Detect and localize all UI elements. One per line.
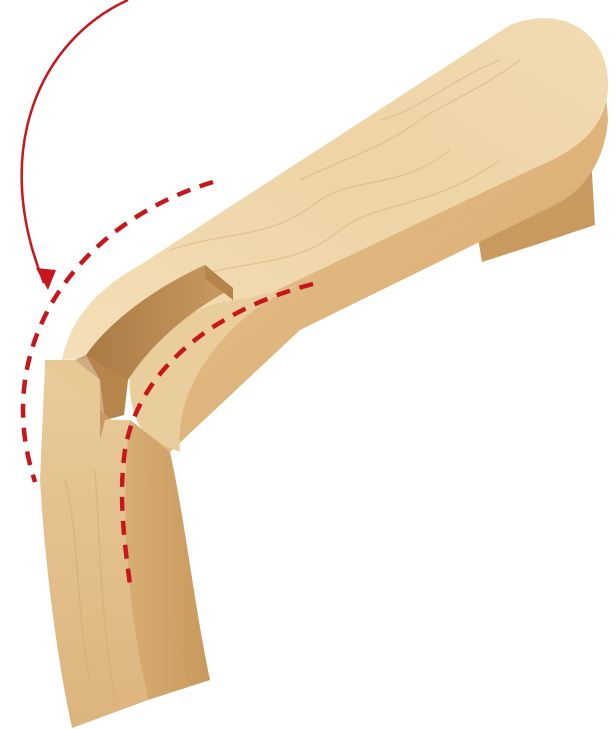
curved-arrow-line — [22, 0, 128, 283]
curved-arrow-head — [36, 268, 56, 290]
